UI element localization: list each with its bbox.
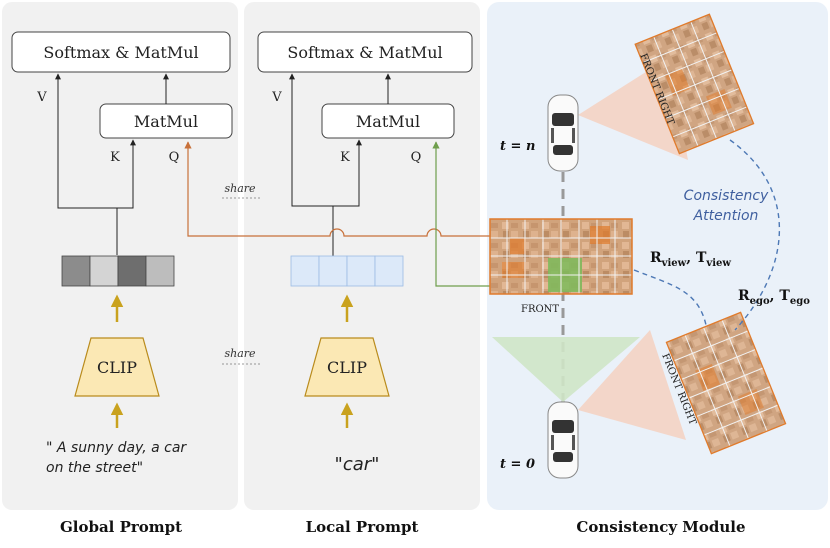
local-softmax-box: [257, 31, 473, 73]
local-k-label: K: [340, 150, 350, 165]
local-matmul-label: MatMul: [356, 112, 420, 131]
r-view-symbol: R: [650, 250, 662, 266]
local-panel-caption: Local Prompt: [306, 518, 419, 536]
time-label-bottom: t = 0: [500, 457, 535, 472]
attention-label-line1: Consistency: [684, 188, 769, 204]
t-view-subscript: view: [705, 258, 731, 269]
r-view-subscript: view: [661, 258, 687, 269]
local-v-label: V: [271, 90, 282, 105]
car-icon-bottom: [547, 401, 579, 479]
global-embedding-tokens: [61, 255, 175, 287]
view-transform-label: Rview, Tview: [650, 250, 731, 269]
q-line-orange: [184, 141, 490, 237]
ego-transform-label: Rego, Tego: [738, 288, 810, 307]
front-right-cone-bottom: [578, 330, 686, 440]
local-k-path: [333, 139, 362, 207]
local-softmax-label: Softmax & MatMul: [287, 43, 442, 62]
global-k-path: [117, 139, 136, 209]
global-prompt-line2: on the street": [46, 460, 143, 476]
front-cone-bottom: [492, 337, 640, 402]
view-relation-curve: [633, 269, 707, 326]
r-ego-symbol: R: [738, 288, 750, 304]
share-label-top: share: [224, 182, 256, 195]
t-ego-symbol: T: [779, 288, 790, 304]
local-clip-encoder: [304, 337, 390, 397]
front-feature-map: [489, 218, 633, 295]
global-softmax-label: Softmax & MatMul: [43, 43, 198, 62]
global-clip-encoder: [74, 337, 160, 397]
front-right-feature-map-top: [634, 13, 755, 155]
global-matmul-label: MatMul: [134, 112, 198, 131]
local-clip-label: CLIP: [327, 358, 367, 377]
local-embedding-tokens: [290, 255, 404, 287]
t-view-symbol: T: [696, 250, 707, 266]
attention-label-line2: Attention: [693, 208, 759, 224]
share-label-bottom: share: [224, 347, 256, 360]
global-k-label: K: [110, 150, 120, 165]
front-right-feature-map-bottom: [665, 311, 787, 455]
t-ego-subscript: ego: [790, 296, 810, 307]
time-label-top: t = n: [500, 139, 535, 154]
global-prompt-line1: " A sunny day, a car: [46, 440, 187, 456]
r-ego-subscript: ego: [750, 296, 770, 307]
local-q-label: Q: [411, 150, 422, 165]
car-icon-top: [547, 94, 579, 172]
global-v-path: [55, 73, 118, 255]
global-q-label: Q: [169, 150, 180, 165]
local-prompt-text: "car": [335, 454, 380, 475]
global-softmax-box: [11, 31, 231, 73]
consistency-panel-caption: Consistency Module: [576, 518, 745, 536]
consistency-attention-curve: [729, 139, 781, 331]
global-panel-caption: Global Prompt: [60, 518, 182, 536]
front-label: FRONT: [521, 304, 559, 315]
global-v-label: V: [36, 90, 47, 105]
local-v-path: [289, 73, 334, 232]
global-clip-label: CLIP: [97, 358, 137, 377]
